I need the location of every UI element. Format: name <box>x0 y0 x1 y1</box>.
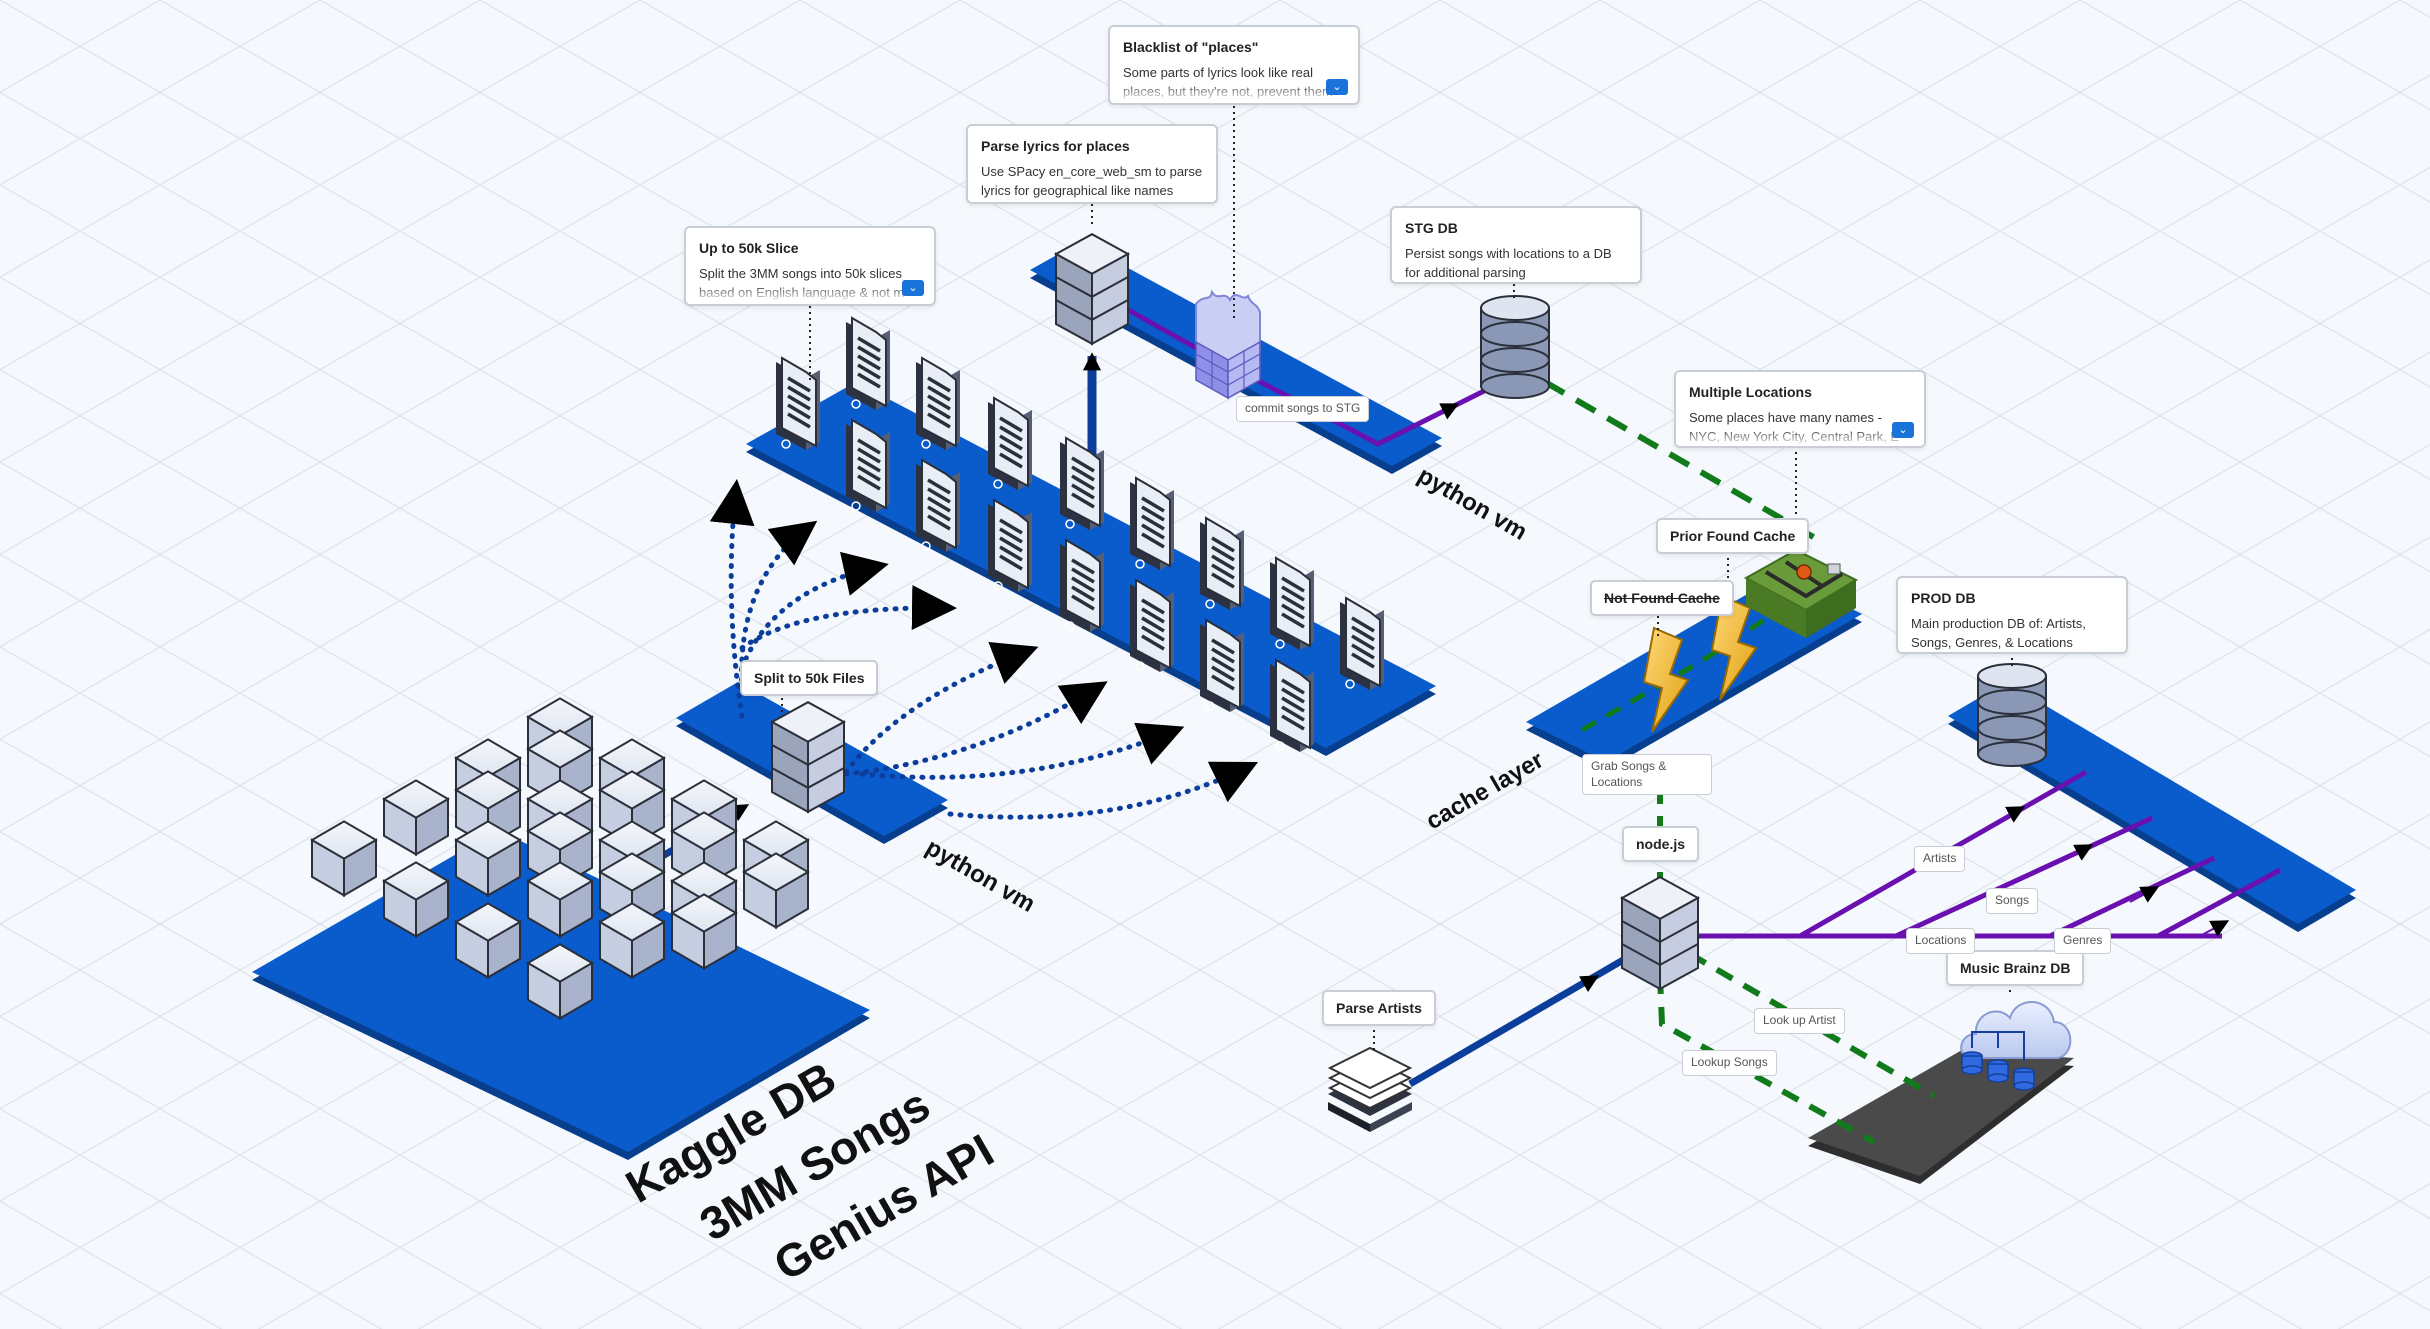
document-icon <box>916 458 960 552</box>
cube-icon <box>454 820 522 898</box>
cloud-database-icon <box>1960 1001 2072 1091</box>
parse-lyrics-callout[interactable]: Parse lyrics for places Use SPacy en_cor… <box>966 124 1218 204</box>
cube-icon <box>670 893 738 971</box>
lookup-songs-tag: Lookup Songs <box>1682 1050 1777 1076</box>
document-icon <box>1200 618 1244 712</box>
stg-database-icon <box>1480 295 1550 399</box>
servers <box>769 233 1701 991</box>
document-icon <box>1060 436 1104 530</box>
map-icon <box>1743 548 1859 638</box>
cube-icon <box>382 779 450 857</box>
split-files-label[interactable]: Split to 50k Files <box>740 660 879 696</box>
callout-title: PROD DB <box>1911 590 1976 606</box>
genres-tag: Genres <box>2054 928 2112 954</box>
layers-icon <box>1327 1046 1413 1132</box>
prod-database-icon <box>1977 663 2047 767</box>
document-icon <box>988 498 1032 592</box>
nodejs-server-icon <box>1619 875 1701 991</box>
dotted-split-arcs <box>709 479 1259 820</box>
not-found-cache-label[interactable]: Not Found Cache <box>1590 580 1734 616</box>
callout-description: Persist songs with locations to a DB for… <box>1405 246 1612 280</box>
expand-chevron-icon[interactable]: ⌄ <box>902 280 924 296</box>
flow-stg-to-cache <box>1543 379 1824 545</box>
music-brainz-label[interactable]: Music Brainz DB <box>1946 950 2085 986</box>
nodejs-label[interactable]: node.js <box>1622 826 1700 862</box>
callout-title: Blacklist of "places" <box>1123 39 1259 55</box>
cube-icon <box>310 820 378 898</box>
expand-chevron-icon[interactable]: ⌄ <box>1892 422 1914 438</box>
leader-lines <box>781 106 2013 1054</box>
grab-songs-tag: Grab Songs & Locations <box>1582 754 1712 796</box>
callout-description: Some parts of lyrics look like real plac… <box>1123 65 1333 99</box>
callout-description: Main production DB of: Artists, Songs, G… <box>1911 616 2086 650</box>
prior-found-cache-label[interactable]: Prior Found Cache <box>1656 518 1810 554</box>
document-icon <box>1270 556 1314 650</box>
parse-artists-label[interactable]: Parse Artists <box>1322 990 1436 1026</box>
songs-tag: Songs <box>1986 888 2039 914</box>
cube-icon <box>526 943 594 1021</box>
commit-songs-tag: commit songs to STG <box>1236 396 1370 422</box>
slice-callout[interactable]: Up to 50k Slice Split the 3MM songs into… <box>684 226 936 306</box>
firewall-icon <box>1195 289 1261 400</box>
document-icon <box>1130 476 1174 570</box>
document-icon <box>916 356 960 450</box>
callout-title: Parse lyrics for places <box>981 138 1130 154</box>
prod-platform <box>1948 682 2356 932</box>
cube-icon <box>454 902 522 980</box>
document-icon <box>1340 596 1384 690</box>
blacklist-callout[interactable]: Blacklist of "places" Some parts of lyri… <box>1108 25 1360 105</box>
stg-db-callout[interactable]: STG DB Persist songs with locations to a… <box>1390 206 1642 284</box>
document-files <box>776 316 1384 752</box>
document-icon <box>988 396 1032 490</box>
callout-title: STG DB <box>1405 220 1458 236</box>
expand-chevron-icon[interactable]: ⌄ <box>1326 79 1348 95</box>
prod-db-callout[interactable]: PROD DB Main production DB of: Artists, … <box>1896 576 2128 654</box>
parse-server-icon <box>1053 233 1131 346</box>
document-icon <box>1130 578 1174 672</box>
document-icon <box>1270 658 1314 752</box>
look-up-artist-tag: Look up Artist <box>1754 1008 1845 1034</box>
musicbrainz-platform <box>1808 1050 2074 1184</box>
databases <box>1480 295 2047 767</box>
document-icon <box>1200 516 1244 610</box>
lightning-bolt-icon <box>1710 594 1758 701</box>
callout-description: Split the 3MM songs into 50k slices base… <box>699 266 905 300</box>
document-icon <box>846 316 890 410</box>
locations-tag: Locations <box>1906 928 1976 954</box>
callout-title: Up to 50k Slice <box>699 240 799 256</box>
cube-icon <box>526 861 594 939</box>
document-icon <box>776 356 820 450</box>
artists-tag: Artists <box>1914 846 1966 872</box>
multiple-locations-callout[interactable]: Multiple Locations Some places have many… <box>1674 370 1926 448</box>
split-server-icon <box>769 701 847 814</box>
cube-icon <box>382 861 450 939</box>
lightning-bolt-icon <box>1642 626 1690 733</box>
document-icon <box>846 418 890 512</box>
kaggle-cubes <box>310 697 810 1021</box>
callout-description: Some places have many names - NYC, New Y… <box>1689 410 1899 444</box>
callout-description: Use SPacy en_core_web_sm to parse lyrics… <box>981 164 1203 198</box>
cube-icon <box>742 852 810 930</box>
cube-icon <box>598 902 666 980</box>
document-icon <box>1060 538 1104 632</box>
callout-title: Multiple Locations <box>1689 384 1812 400</box>
